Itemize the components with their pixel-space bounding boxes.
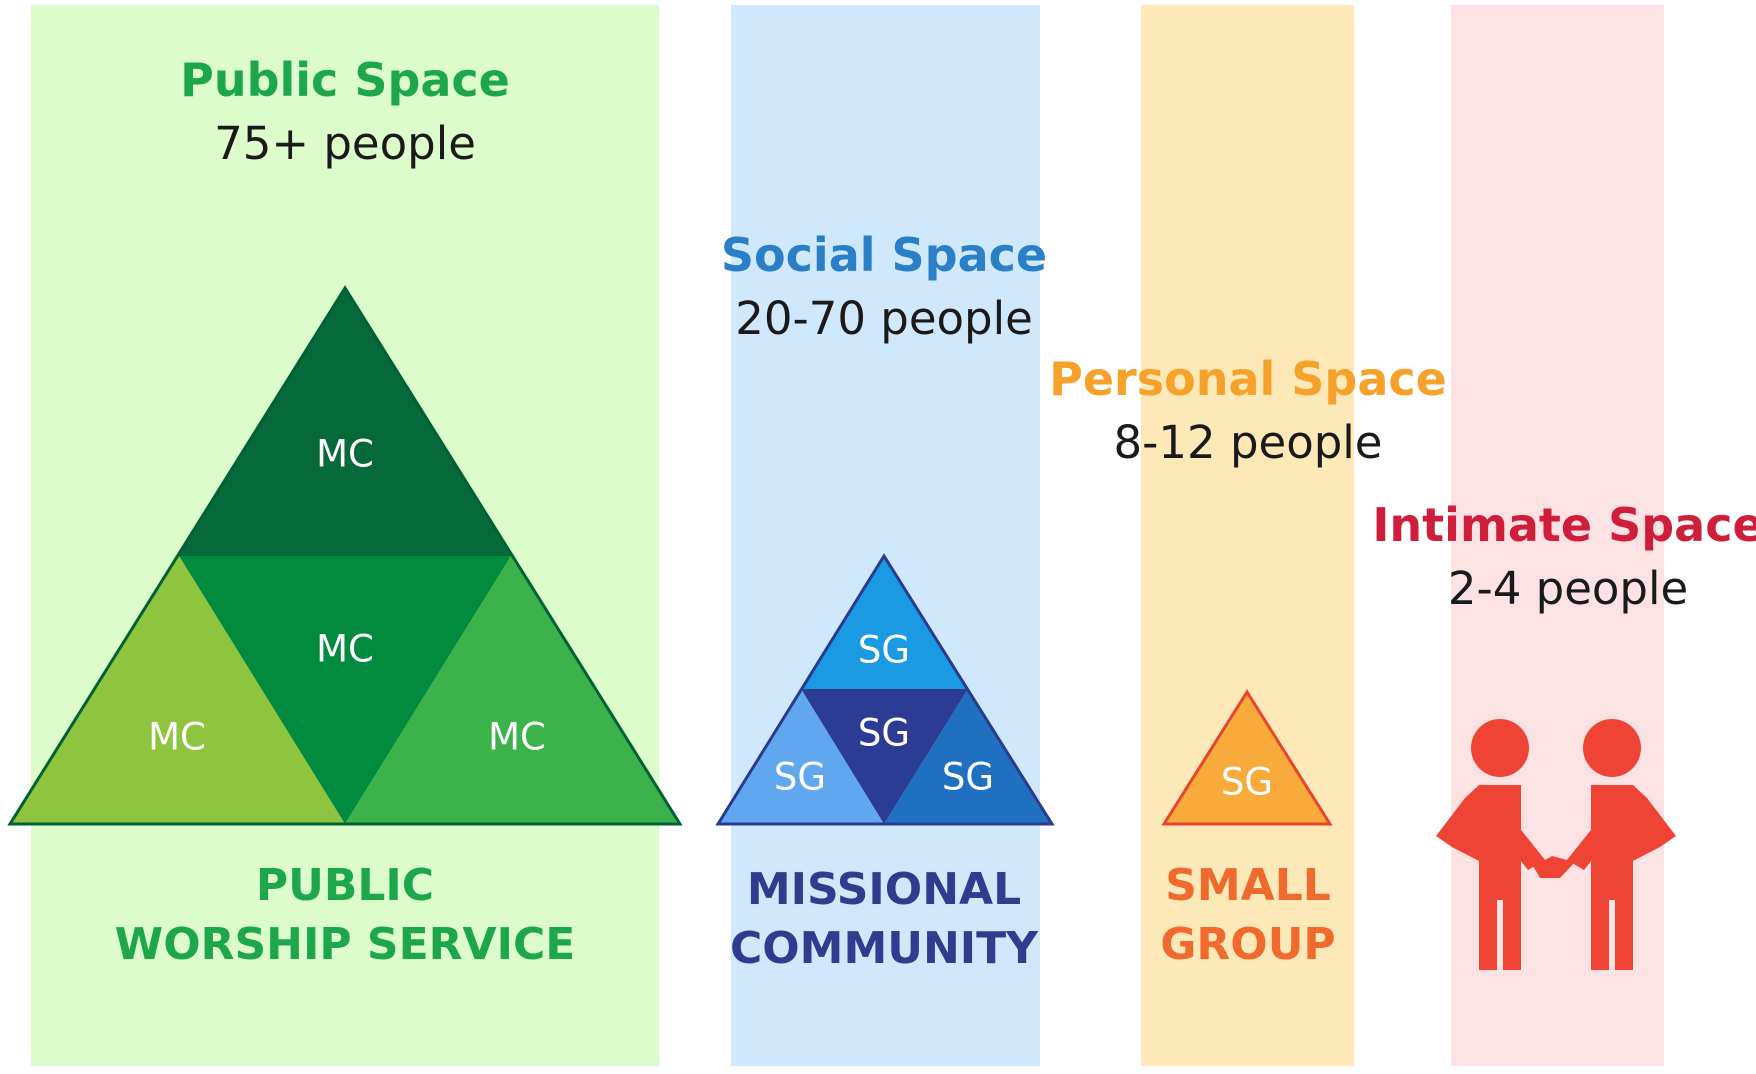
mc-top-label: MC [316, 433, 374, 476]
sg-left-label: SG [774, 756, 826, 799]
missional-triangle-outline [715, 553, 1055, 826]
public-space-count: 75+ people [214, 117, 476, 170]
small-group-segment [1161, 689, 1333, 826]
personal-space-count: 8-12 people [1113, 416, 1383, 469]
person-left-icon [1436, 719, 1545, 970]
social-space-title: Social Space [720, 228, 1048, 282]
person-right-icon [1567, 719, 1676, 970]
held-hands [1521, 830, 1591, 878]
mc-center-segment [179, 556, 511, 824]
mc-right-segment [345, 556, 680, 824]
mc-top-segment [179, 288, 511, 556]
small-group-sg-label: SG [1221, 761, 1273, 804]
mc-left-segment [10, 556, 345, 824]
intimate-space-count: 2-4 people [1447, 562, 1689, 615]
public-worship-service-caption: PUBLIC WORSHIP SERVICE [115, 856, 576, 974]
missional-triangle: SG SG SG SG [715, 553, 1055, 826]
missional-community-caption: MISSIONAL COMMUNITY [730, 860, 1038, 978]
caption-line: PUBLIC [255, 860, 435, 911]
sg-center-segment [801, 689, 968, 824]
caption-line: MISSIONAL [746, 864, 1022, 915]
sg-left-segment [718, 689, 884, 824]
sg-top-segment [801, 556, 968, 689]
personal-space-title: Personal Space [1049, 352, 1447, 406]
mc-left-label: MC [148, 716, 206, 759]
mc-right-label: MC [488, 716, 546, 759]
small-group-triangle: SG [1161, 689, 1333, 826]
social-space-band [731, 5, 1040, 1066]
sg-center-label: SG [858, 712, 910, 755]
caption-line: COMMUNITY [729, 923, 1039, 974]
sg-right-segment [884, 689, 1052, 824]
two-people-holding-hands-icon [1436, 719, 1676, 970]
intimate-space-title: Intimate Space [1372, 498, 1756, 552]
sg-right-label: SG [942, 756, 994, 799]
public-triangle-outline [7, 285, 683, 826]
mc-center-label: MC [316, 628, 374, 671]
public-space-title: Public Space [180, 53, 510, 107]
caption-line: GROUP [1160, 919, 1336, 970]
small-group-caption: SMALL GROUP [1160, 856, 1335, 974]
caption-line: SMALL [1165, 860, 1331, 911]
sg-top-label: SG [858, 629, 910, 672]
public-triangle: MC MC MC MC [7, 285, 683, 826]
caption-line: WORSHIP SERVICE [114, 919, 576, 970]
personal-space-band [1141, 5, 1354, 1066]
social-space-count: 20-70 people [735, 292, 1033, 345]
